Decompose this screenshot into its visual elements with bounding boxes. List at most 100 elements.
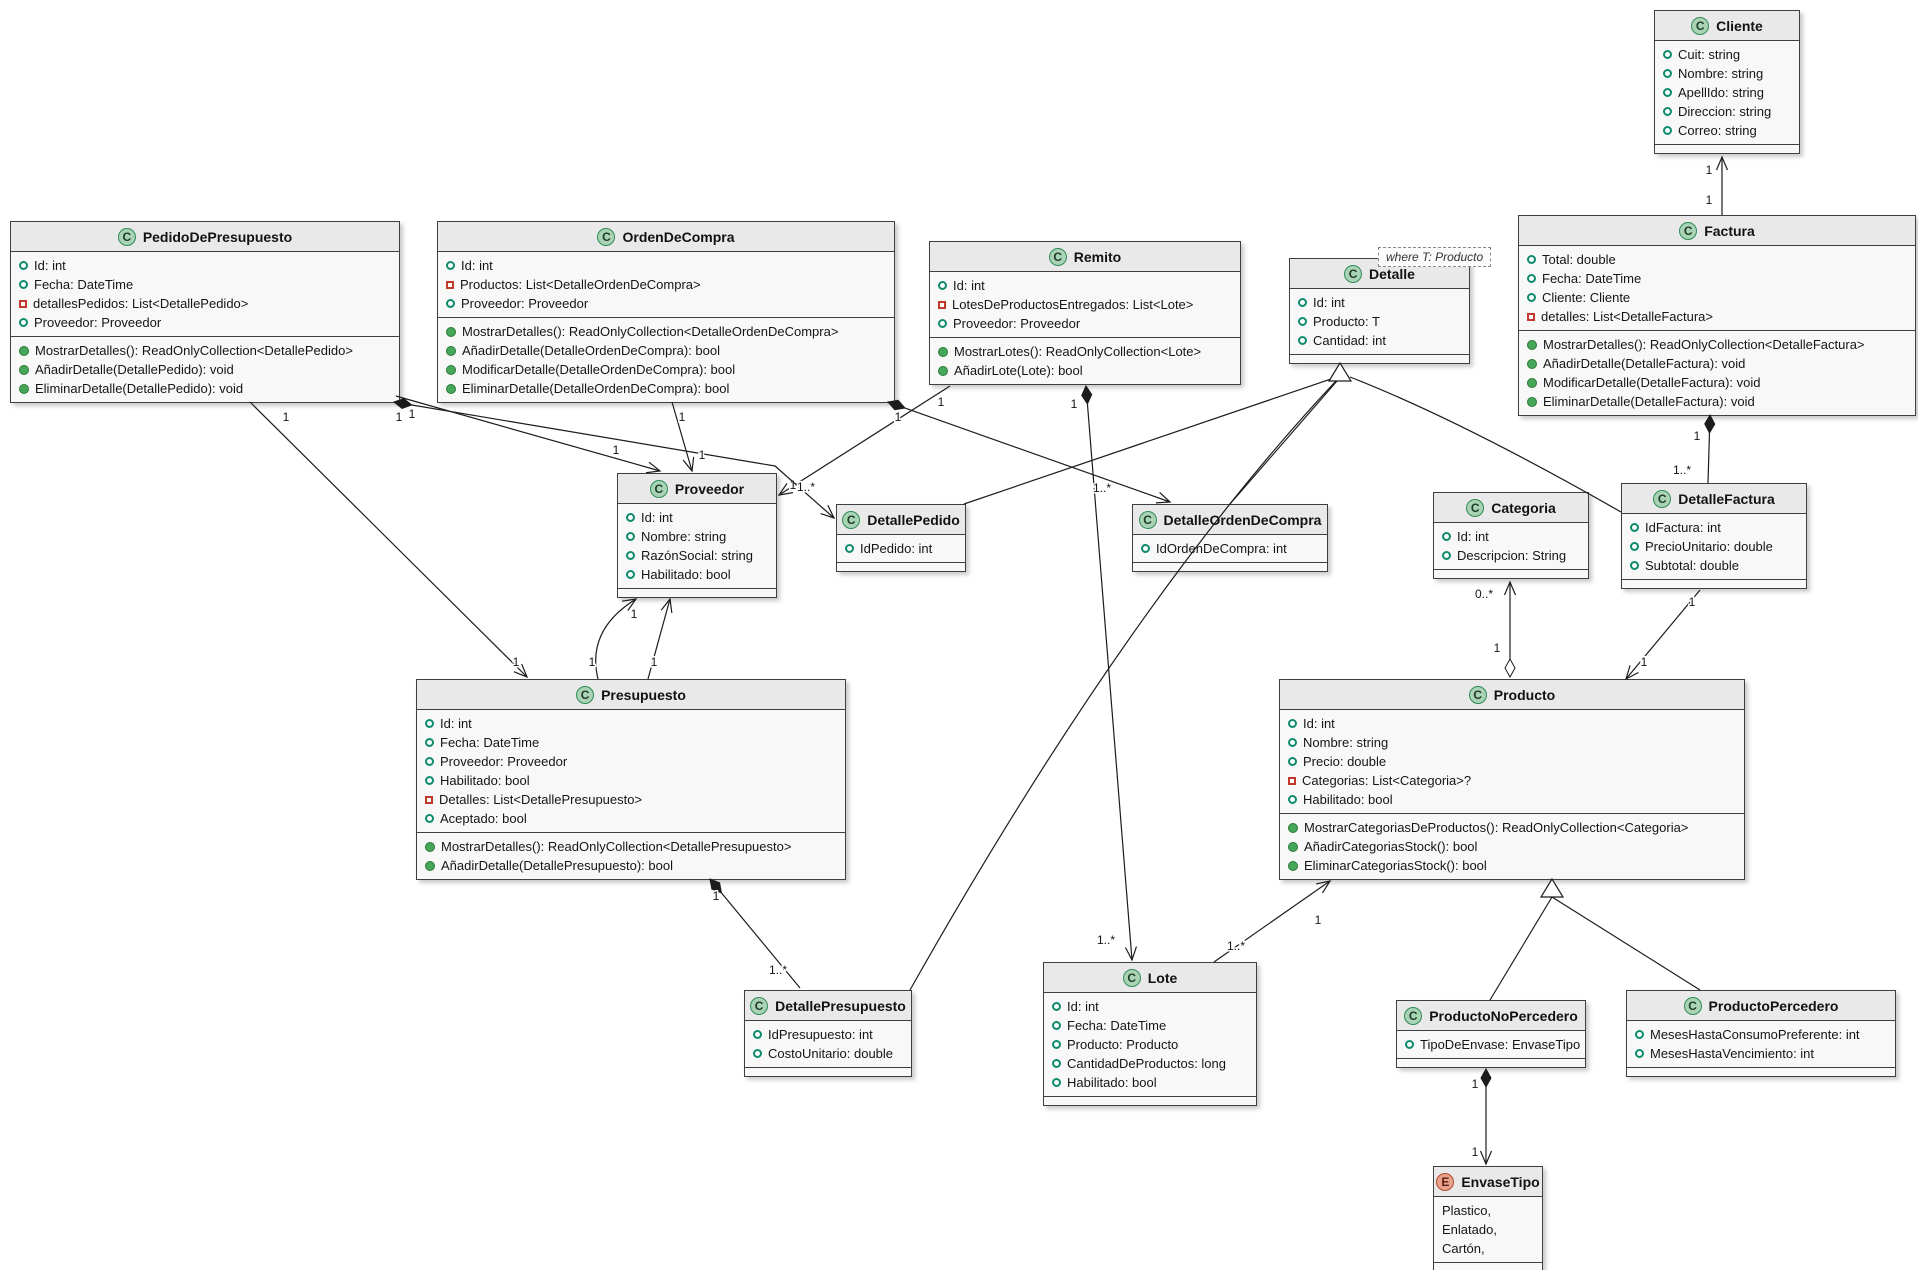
member-text: ApellIdo: string: [1678, 85, 1764, 100]
open-arrowhead-icon: [660, 597, 673, 614]
property-visibility-icon: [19, 318, 28, 327]
property-visibility-icon: [1630, 523, 1639, 532]
methods-section: MostrarDetalles(): ReadOnlyCollection<De…: [1519, 330, 1915, 415]
class-member: ModificarDetalle(DetalleFactura): void: [1519, 373, 1915, 392]
attributes-section: Plastico,Enlatado,Cartón,: [1434, 1197, 1542, 1262]
property-visibility-icon: [1298, 317, 1307, 326]
methods-section: [1290, 354, 1469, 363]
property-visibility-icon: [1298, 336, 1307, 345]
member-text: Id: int: [34, 258, 66, 273]
member-text: CantidadDeProductos: long: [1067, 1056, 1226, 1071]
class-member: AñadirDetalle(DetallePedido): void: [11, 360, 399, 379]
property-visibility-icon: [626, 570, 635, 579]
class-header: C ProductoPercedero: [1627, 991, 1895, 1021]
class-kind-icon: C: [597, 227, 616, 246]
class-member: Producto: Producto: [1044, 1035, 1256, 1054]
class-member: Categorias: List<Categoria>?: [1280, 771, 1744, 790]
class-kind-icon: C: [1122, 968, 1141, 987]
member-text: Productos: List<DetalleOrdenDeCompra>: [460, 277, 701, 292]
member-text: Subtotal: double: [1645, 558, 1739, 573]
methods-section: [1133, 562, 1327, 571]
class-member: Proveedor: Proveedor: [438, 294, 894, 313]
member-text: Proveedor: Proveedor: [34, 315, 162, 330]
property-visibility-icon: [1298, 298, 1307, 307]
edge-nopercedero-gen-producto: [1489, 896, 1553, 1001]
member-text: TipoDeEnvase: EnvaseTipo: [1420, 1037, 1581, 1052]
property-visibility-icon: [1052, 1040, 1061, 1049]
open-arrowhead-icon: [777, 483, 794, 496]
private-field-icon: [425, 795, 433, 804]
edge-detallepresupuesto-gen-detalle: [909, 380, 1337, 991]
property-visibility-icon: [1635, 1049, 1644, 1058]
class-member: Habilitado: bool: [1044, 1073, 1256, 1092]
member-text: AñadirDetalle(DetallePedido): void: [35, 362, 234, 377]
class-title: DetalleFactura: [1678, 490, 1775, 507]
member-text: CostoUnitario: double: [768, 1046, 894, 1061]
property-visibility-icon: [1663, 69, 1672, 78]
method-visibility-icon: [1288, 841, 1298, 852]
class-member: IdPresupuesto: int: [745, 1025, 911, 1044]
property-visibility-icon: [1141, 544, 1150, 553]
open-arrowhead-icon: [1124, 946, 1138, 962]
class-kind-icon: C: [1683, 996, 1702, 1015]
open-arrowhead-icon: [1155, 492, 1172, 504]
multiplicity-label: 1: [589, 655, 596, 669]
member-text: Habilitado: bool: [1067, 1075, 1157, 1090]
property-visibility-icon: [1405, 1040, 1414, 1049]
member-text: MostrarDetalles(): ReadOnlyCollection<De…: [441, 839, 792, 854]
private-field-icon: [446, 280, 454, 289]
class-member: Proveedor: Proveedor: [930, 314, 1240, 333]
methods-section: [837, 562, 965, 571]
class-member: Nombre: string: [618, 527, 776, 546]
class-member: MesesHastaConsumoPreferente: int: [1627, 1025, 1895, 1044]
multiplicity-label: 1: [938, 395, 945, 409]
member-text: Proveedor: Proveedor: [953, 316, 1081, 331]
aggregation-diamond-icon: [1504, 657, 1516, 679]
class-title: Presupuesto: [601, 686, 686, 703]
member-text: MostrarLotes(): ReadOnlyCollection<Lote>: [954, 344, 1202, 359]
class-member: Cuit: string: [1655, 45, 1799, 64]
property-visibility-icon: [753, 1049, 762, 1058]
class-member: EliminarCategoriasStock(): bool: [1280, 856, 1744, 875]
class-title: EnvaseTipo: [1461, 1173, 1540, 1190]
class-member: Total: double: [1519, 250, 1915, 269]
methods-section: [1655, 144, 1799, 153]
methods-section: [745, 1067, 911, 1076]
multiplicity-label: 1: [1315, 913, 1322, 927]
member-text: Descripcion: String: [1457, 548, 1567, 563]
member-text: Cuit: string: [1678, 47, 1741, 62]
class-member: Id: int: [417, 714, 845, 733]
edge-presupuesto-proveedor-b: 11: [629, 597, 673, 680]
multiplicity-label: 1: [1706, 163, 1713, 177]
property-visibility-icon: [1052, 1021, 1061, 1030]
class-member: Nombre: string: [1655, 64, 1799, 83]
methods-section: MostrarLotes(): ReadOnlyCollection<Lote>…: [930, 337, 1240, 384]
member-text: MostrarDetalles(): ReadOnlyCollection<De…: [1543, 337, 1865, 352]
member-text: Fecha: DateTime: [34, 277, 134, 292]
class-member: IdFactura: int: [1622, 518, 1806, 537]
open-arrowhead-icon: [1625, 665, 1639, 681]
class-member: AñadirCategoriasStock(): bool: [1280, 837, 1744, 856]
class-title: ProductoPercedero: [1708, 997, 1839, 1014]
open-arrowhead-icon: [1503, 580, 1517, 596]
member-text: MostrarDetalles(): ReadOnlyCollection<De…: [462, 324, 839, 339]
class-member: Id: int: [1280, 714, 1744, 733]
class-member: CostoUnitario: double: [745, 1044, 911, 1063]
property-visibility-icon: [1288, 738, 1297, 747]
class-member: Fecha: DateTime: [1519, 269, 1915, 288]
edge-nopercedero-envasetipo: 11: [1470, 1067, 1493, 1166]
member-text: Aceptado: bool: [440, 811, 527, 826]
class-member: AñadirDetalle(DetallePresupuesto): bool: [417, 856, 845, 875]
property-visibility-icon: [1630, 561, 1639, 570]
member-text: IdOrdenDeCompra: int: [1156, 541, 1287, 556]
class-member: CantidadDeProductos: long: [1044, 1054, 1256, 1073]
